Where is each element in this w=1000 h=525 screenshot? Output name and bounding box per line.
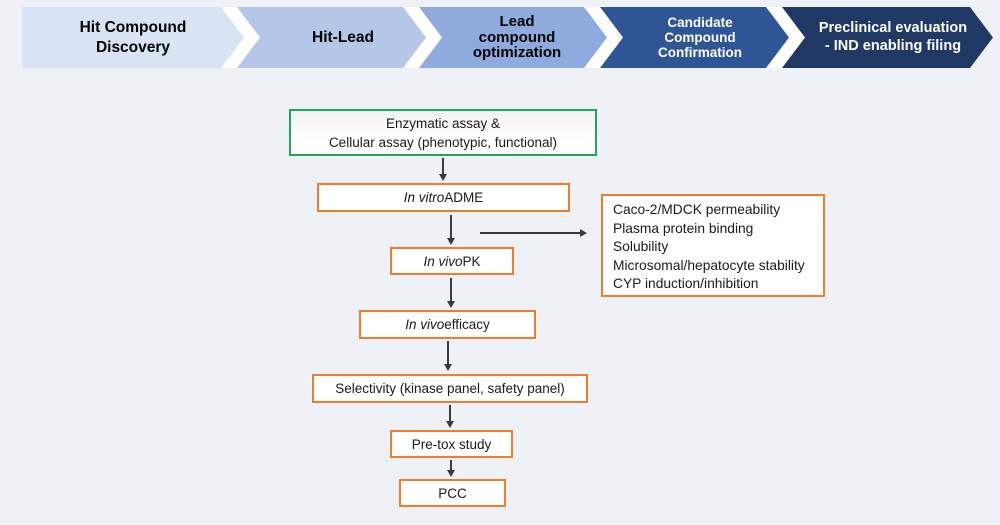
stage-5-label-text: Preclinical evaluation - IND enabling fi…: [818, 20, 968, 54]
enzymatic-cellular-assay-label: Enzymatic assay & Cellular assay (phenot…: [328, 115, 558, 150]
pcc-label: PCC: [438, 485, 467, 501]
stage-2-chevron: [237, 7, 426, 68]
selectivity-box: Selectivity (kinase panel, safety panel): [312, 374, 588, 403]
adme-rest-text: ADME: [444, 190, 484, 205]
pcc-box: PCC: [399, 479, 506, 507]
stage-1-chevron: [22, 7, 244, 68]
in-vivo-pk-box: In vivo PK: [390, 247, 514, 275]
pipeline-stage-bar: Hit Compound Discovery Hit-Lead Lead com…: [22, 7, 993, 68]
stage-5-label: Preclinical evaluation - IND enabling fi…: [795, 7, 991, 68]
stage-3-chevron: [419, 7, 607, 68]
pretox-label: Pre-tox study: [411, 436, 492, 452]
in-vitro-adme-box: In vitro ADME: [317, 183, 570, 212]
arrow-selectivity-to-pretox: [449, 405, 451, 422]
efficacy-italic-text: In vivo: [405, 317, 445, 332]
adme-italic-text: In vitro: [403, 190, 445, 205]
pk-rest-text: PK: [462, 253, 481, 269]
arrow-pretox-to-pcc: [450, 460, 452, 471]
enzymatic-cellular-assay-box: Enzymatic assay & Cellular assay (phenot…: [289, 109, 597, 156]
stage-2-label: Hit-Lead: [260, 7, 426, 68]
in-vivo-efficacy-box: In vivo efficacy: [359, 310, 536, 339]
arrow-to-adme-details: [480, 232, 581, 234]
arrow-efficacy-to-selectivity: [447, 341, 449, 365]
chevron-shapes: [22, 7, 993, 68]
stage-4-label-text: Candidate Compound Confirmation: [658, 15, 742, 60]
stage-5-chevron: [782, 7, 993, 68]
stage-1-label-text: Hit Compound Discovery: [79, 18, 187, 56]
stage-4-chevron: [600, 7, 789, 68]
arrow-pk-to-efficacy: [450, 278, 452, 302]
stage-1-label: Hit Compound Discovery: [33, 7, 233, 68]
stage-3-label: Lead compound optimization: [442, 7, 592, 68]
stage-4-label: Candidate Compound Confirmation: [613, 7, 787, 68]
selectivity-label: Selectivity (kinase panel, safety panel): [335, 381, 565, 396]
arrow-assay-to-adme: [442, 158, 444, 175]
adme-detail-list: Caco-2/MDCK permeability Plasma protein …: [613, 202, 805, 292]
adme-detail-box: Caco-2/MDCK permeability Plasma protein …: [601, 194, 825, 297]
arrow-adme-to-pk: [450, 215, 452, 239]
efficacy-rest-text: efficacy: [444, 317, 490, 332]
pk-italic-text: In vivo: [423, 253, 463, 269]
pretox-study-box: Pre-tox study: [390, 430, 513, 458]
stage-3-label-text: Lead compound optimization: [472, 13, 562, 62]
stage-2-label-text: Hit-Lead: [312, 28, 374, 46]
